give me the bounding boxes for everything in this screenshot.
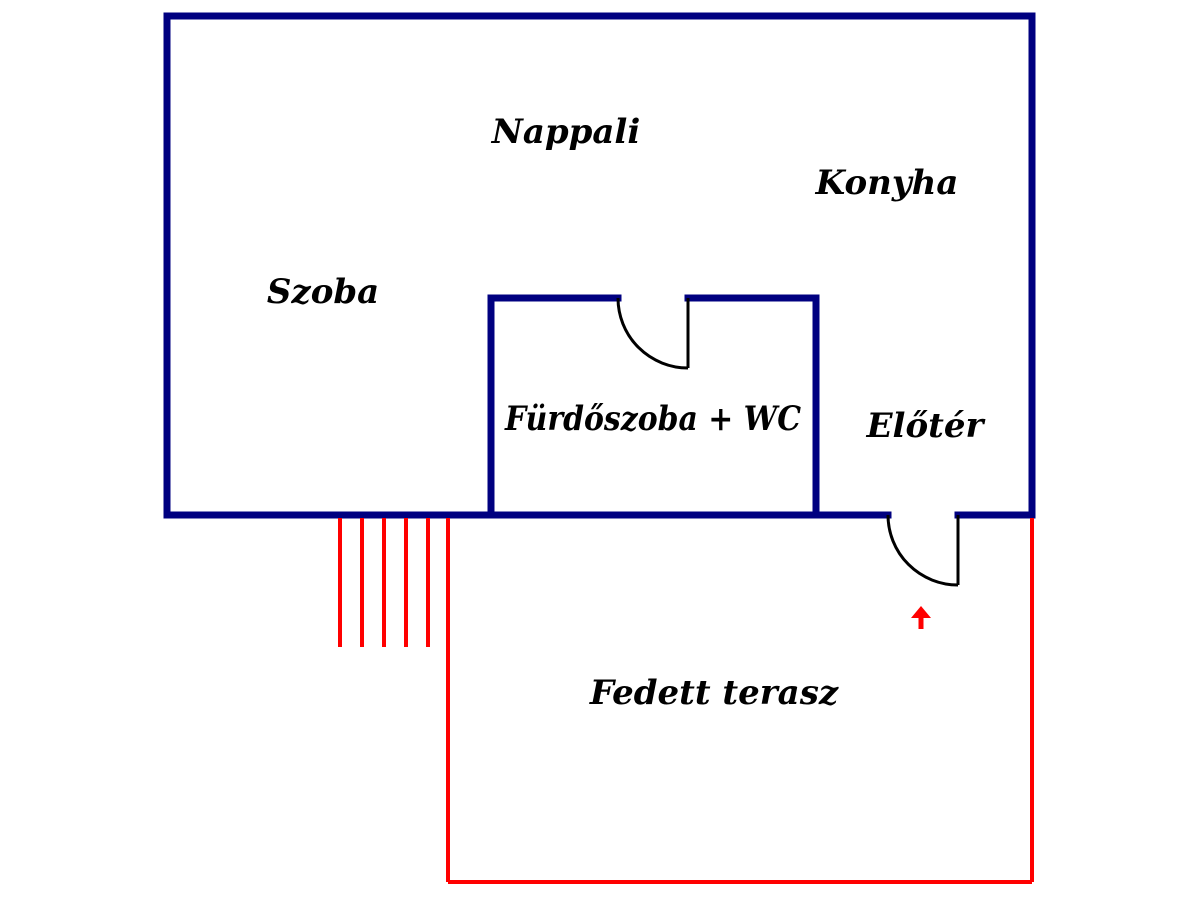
room-label-eloter: Előtér [866,406,986,446]
room-label-terasz: Fedett terasz [589,673,839,713]
door-swing-icon [616,297,690,370]
door-swing-icon [886,514,960,587]
arrow-head [911,606,931,618]
room-label-furdoszoba: Fürdőszoba + WC [504,399,801,439]
room-label-szoba: Szoba [267,272,379,312]
up-arrow-icon [911,606,931,629]
entrance-door-arc [886,514,959,587]
room-label-nappali: Nappali [491,112,641,152]
stairs-icon [338,518,430,647]
bathroom-door-arc [616,297,689,370]
room-label-konyha: Konyha [815,163,959,203]
bathroom-walls [487,294,820,519]
outer-walls [163,12,1036,519]
terrace-outline [446,518,1034,884]
